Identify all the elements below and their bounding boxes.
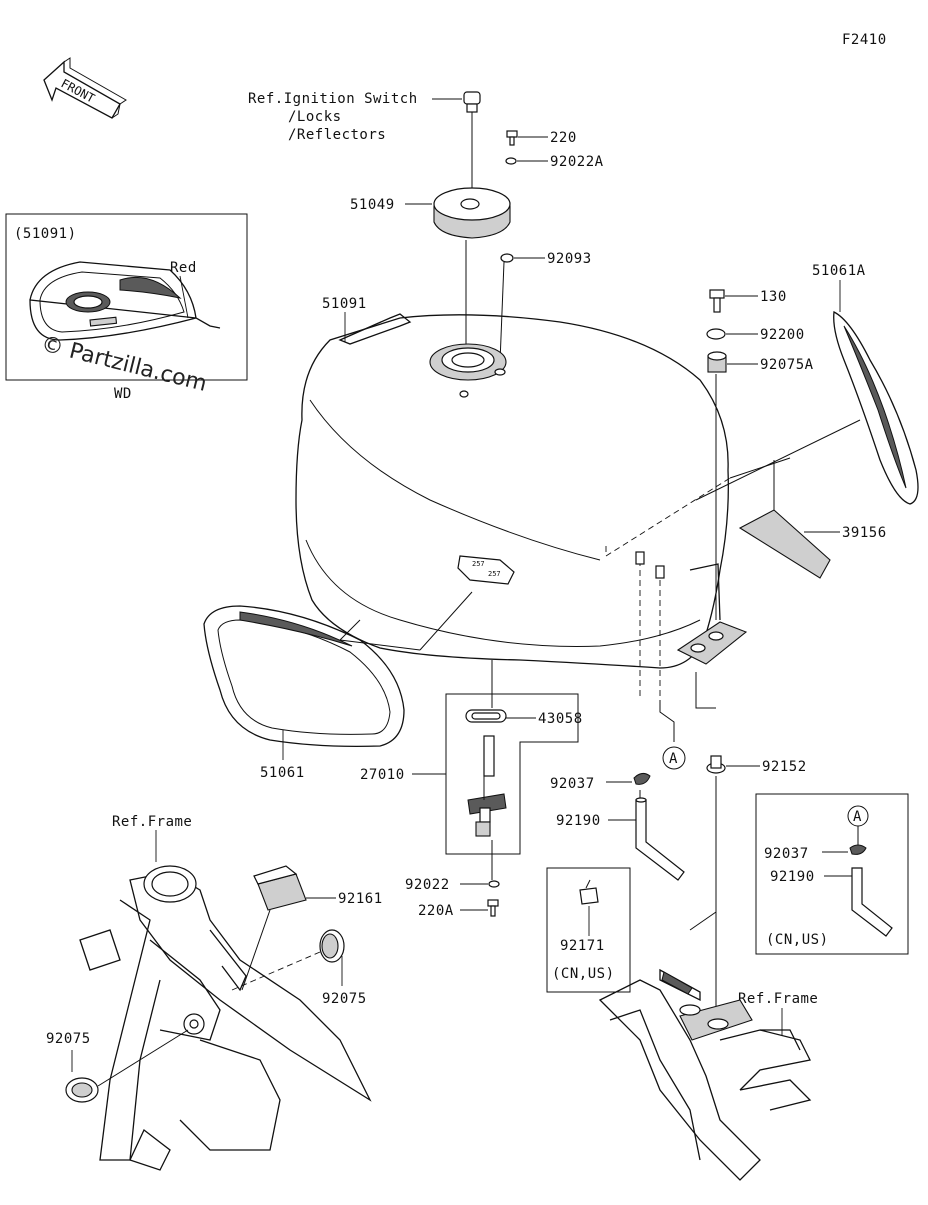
circle-marker-a <box>662 746 686 770</box>
inset-code: (51091) <box>14 226 77 242</box>
ref-ignition-line2: /Locks <box>288 109 342 125</box>
part-130: 130 <box>760 289 787 305</box>
nipple-icon <box>635 551 665 579</box>
part-51061: 51061 <box>260 765 305 781</box>
part-92037: 92037 <box>550 776 595 792</box>
box-92171 <box>546 867 631 993</box>
part-92022: 92022 <box>405 877 450 893</box>
circle-marker-a-text: A <box>669 751 678 767</box>
ref-frame-right: Ref.Frame <box>738 991 818 1007</box>
part-92075-right: 92075 <box>322 991 367 1007</box>
washer-92022-icon <box>488 880 500 888</box>
clamp-92037-icon <box>633 772 651 785</box>
ref-frame-left: Ref.Frame <box>112 814 192 830</box>
knee-pad-51061 <box>203 605 405 748</box>
damper-92075A-icon <box>707 351 727 373</box>
part-92171: 92171 <box>560 938 605 954</box>
ref-ignition-line1: Ref.Ignition Switch <box>248 91 418 107</box>
part-220: 220 <box>550 130 577 146</box>
part-51061A: 51061A <box>812 263 866 279</box>
clip-92171-icon <box>579 879 599 905</box>
pad-92161-icon <box>253 865 307 911</box>
part-51091: 51091 <box>322 296 367 312</box>
box-a <box>755 793 909 955</box>
part-92075A: 92075A <box>760 357 814 373</box>
part-220A: 220A <box>418 903 454 919</box>
part-92093: 92093 <box>547 251 592 267</box>
collar-92152-icon <box>706 755 726 774</box>
part-92022A: 92022A <box>550 154 604 170</box>
inset-color-label: Red <box>170 260 197 276</box>
part-92037-box: 92037 <box>764 846 809 862</box>
bolt-220A-icon <box>487 899 499 917</box>
washer-92022A-icon <box>505 157 517 165</box>
part-27010: 27010 <box>360 767 405 783</box>
inset-color-box: (51091) Red WD <box>5 213 248 402</box>
ref-ignition-line3: /Reflectors <box>288 127 386 143</box>
grommet-92093-icon <box>500 253 514 263</box>
diagram-id: F2410 <box>842 32 887 48</box>
ignition-cap-icon <box>463 91 481 113</box>
bolt-220-icon <box>506 130 518 146</box>
front-arrow-icon: FRONT <box>43 57 127 119</box>
damper-92075-right-icon <box>319 929 345 963</box>
box-92171-note: (CN,US) <box>552 966 615 982</box>
part-51049: 51049 <box>350 197 395 213</box>
fuel-cap-51049-icon <box>433 187 511 239</box>
tank-emblem-icon: 257 257 <box>457 555 515 585</box>
part-92075-left: 92075 <box>46 1031 91 1047</box>
box-a-note: (CN,US) <box>766 932 829 948</box>
part-92161: 92161 <box>338 891 383 907</box>
knee-pad-51061A <box>833 311 919 505</box>
svg-text:257: 257 <box>488 570 501 578</box>
frame-right-assembly <box>598 968 812 1181</box>
washer-92200-icon <box>706 328 726 340</box>
part-92190-box: 92190 <box>770 869 815 885</box>
part-92152: 92152 <box>762 759 807 775</box>
hose-92190-icon <box>635 797 685 881</box>
damper-92075-left-icon <box>65 1077 99 1103</box>
bolt-130-icon <box>709 289 725 313</box>
tank-bracket <box>676 563 748 665</box>
frame-left-assembly <box>79 865 372 1171</box>
box-a-marker: A <box>853 809 862 825</box>
part-92190: 92190 <box>556 813 601 829</box>
inset-variant: WD <box>114 386 132 402</box>
pad-39156-icon <box>738 509 831 579</box>
part-39156: 39156 <box>842 525 887 541</box>
fuel-tank-51091 <box>295 313 729 669</box>
part-92200: 92200 <box>760 327 805 343</box>
part-43058: 43058 <box>538 711 583 727</box>
svg-text:257: 257 <box>472 560 485 568</box>
fuel-pump-27010-icon <box>467 735 507 837</box>
gasket-43058-icon <box>465 709 507 723</box>
